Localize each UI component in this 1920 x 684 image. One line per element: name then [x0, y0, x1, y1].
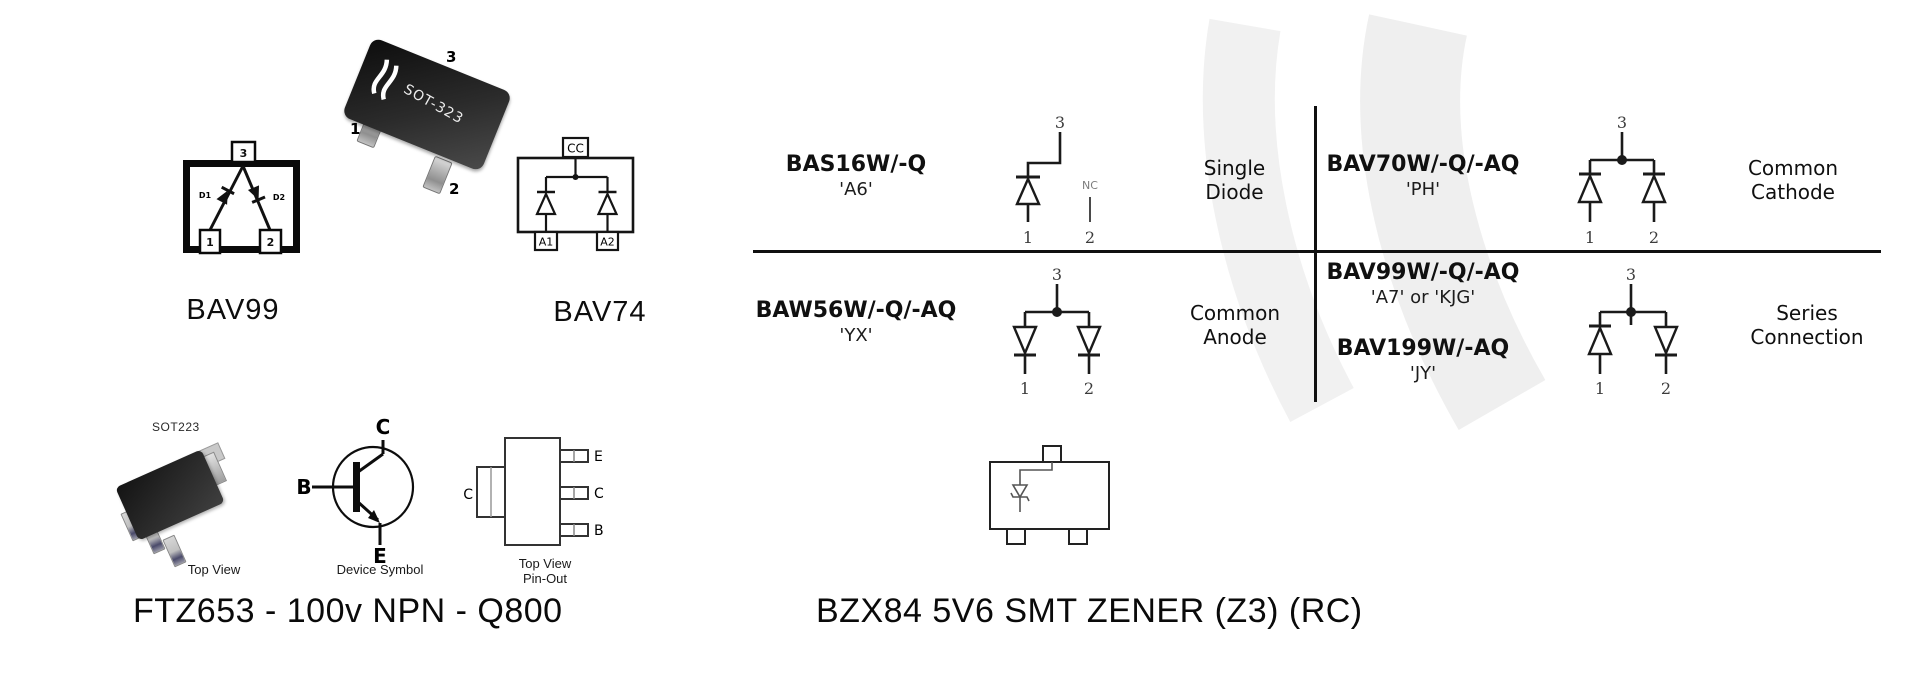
marking-code: 'PH'	[1405, 179, 1441, 200]
config-label-series-connection: Series Connection	[1725, 301, 1889, 349]
sot323-pin3-label: 3	[446, 48, 457, 66]
part-number-2: BAV199W/-AQ	[1336, 336, 1510, 361]
table-column-divider	[1314, 106, 1317, 402]
diode-d1-label: D1	[199, 191, 212, 200]
bav99-title: BAV99	[186, 294, 280, 326]
bav74-package-diagram: CC A1 A2	[516, 136, 635, 252]
part-number: BAV99W/-Q/-AQ	[1326, 260, 1520, 285]
pin-e-label: E	[594, 449, 603, 465]
bav74-diode-left	[535, 177, 557, 232]
bzx84-package-outline	[989, 445, 1110, 545]
bav74-diode-right	[596, 177, 619, 232]
diode-left-up	[1587, 312, 1613, 374]
collector-label: C	[376, 415, 391, 439]
bav74-pin-a2-label: A2	[600, 236, 615, 249]
emitter-arrow	[368, 510, 380, 523]
part-number: BAS16W/-Q	[785, 152, 927, 177]
sot323-package-photo: SOT-323	[341, 36, 513, 173]
pin-e: E	[559, 449, 603, 465]
pin3-label: 3	[1626, 265, 1636, 284]
zener-diode-symbol	[1010, 462, 1053, 512]
diode-right	[1076, 312, 1102, 374]
single-diode-schematic: 3 1 NC 2	[1015, 113, 1098, 247]
config-line2: Cathode	[1751, 180, 1835, 204]
diode-left	[1012, 312, 1038, 374]
pin-c-label: C	[594, 486, 604, 502]
marking-code: 'A7' or 'KJG'	[1370, 287, 1476, 308]
diode-right-down	[1653, 312, 1679, 374]
config-label-single-diode: Single Diode	[1172, 156, 1297, 204]
nc-label: NC	[1082, 179, 1098, 192]
config-line1: Series	[1776, 301, 1838, 325]
bav74-pin-a1-label: A1	[539, 236, 554, 249]
bav74-title: BAV74	[553, 296, 647, 328]
pin1-label: 1	[1020, 379, 1030, 398]
config-line1: Common	[1747, 156, 1839, 180]
sot223-pinout-diagram: C E C B	[463, 437, 604, 546]
pin1-label: 1	[1595, 379, 1605, 398]
table-cell-bas16w: BAS16W/-Q 'A6'	[750, 152, 962, 202]
diode-d2-symbol	[247, 185, 266, 204]
part-number: BAV70W/-Q/-AQ	[1326, 152, 1520, 177]
bav74-pin-cc-label: CC	[567, 142, 584, 156]
table-cell-bav99w: BAV99W/-Q/-AQ 'A7' or 'KJG' BAV199W/-AQ …	[1318, 260, 1528, 386]
sot323-pin1-label: 1	[350, 120, 361, 138]
bav99-pin2-label: 2	[267, 236, 275, 249]
table-row-divider	[753, 250, 1881, 253]
pin1-label: 1	[1023, 228, 1033, 247]
config-label-common-cathode: Common Cathode	[1720, 156, 1866, 204]
caption-pinout-line2: Pin-Out	[522, 571, 568, 586]
pin3-label: 3	[1055, 113, 1065, 132]
pin-c: C	[559, 486, 604, 502]
series-connection-schematic: 3 1 2	[1587, 265, 1679, 398]
pin-b: B	[559, 523, 604, 539]
caption-pinout: Top View Pin-Out	[495, 556, 595, 586]
common-anode-schematic: 3 1 2	[1012, 265, 1102, 398]
common-cathode-schematic: 3 1 2	[1577, 113, 1667, 247]
part-number: BAW56W/-Q/-AQ	[755, 298, 957, 323]
bav99-package-diagram: D1 D2 3 1 2	[183, 140, 300, 255]
config-line1: Single	[1203, 156, 1266, 180]
table-cell-bav70w: BAV70W/-Q/-AQ 'PH'	[1318, 152, 1528, 202]
emitter-label: E	[373, 544, 387, 568]
tab-label: C	[463, 487, 473, 503]
diode-left	[1577, 160, 1603, 222]
sot323-pin2-label: 2	[449, 180, 460, 198]
bav99-pin3-label: 3	[240, 147, 248, 160]
bav99-pin1-label: 1	[206, 236, 214, 249]
sot223-package-label: SOT223	[152, 420, 200, 434]
pin3-label: 3	[1052, 265, 1062, 284]
config-line2: Connection	[1750, 325, 1864, 349]
config-line1: Common	[1189, 301, 1281, 325]
base-label: B	[296, 475, 311, 499]
diotec-logo	[371, 59, 399, 101]
pin-b-label: B	[594, 523, 604, 539]
config-line2: Anode	[1203, 325, 1267, 349]
sot323-marking: SOT-323	[400, 81, 467, 128]
caption-pinout-line1: Top View	[518, 556, 572, 571]
pin2-label: 2	[1084, 379, 1094, 398]
spacer	[1318, 310, 1528, 336]
diode-right	[1641, 160, 1667, 222]
pin2-label: 2	[1661, 379, 1671, 398]
marking-code: 'YX'	[839, 325, 873, 346]
table-cell-baw56w: BAW56W/-Q/-AQ 'YX'	[750, 298, 962, 348]
caption-device-symbol: Device Symbol	[336, 562, 424, 577]
pin2-label: 2	[1649, 228, 1659, 247]
ftz653-title: FTZ653 - 100v NPN - Q800	[133, 592, 563, 630]
config-line2: Diode	[1205, 180, 1264, 204]
pin3-label: 3	[1617, 113, 1627, 132]
npn-device-symbol: C B E	[296, 415, 415, 568]
bzx84-title: BZX84 5V6 SMT ZENER (Z3) (RC)	[816, 592, 1363, 630]
pin2-label: 2	[1085, 228, 1095, 247]
marking-code-2: 'JY'	[1409, 363, 1437, 384]
diode-d1-symbol	[216, 185, 235, 205]
pin1-label: 1	[1585, 228, 1595, 247]
marking-code: 'A6'	[839, 179, 873, 200]
config-label-common-anode: Common Anode	[1162, 301, 1308, 349]
caption-top-view: Top View	[187, 562, 241, 577]
diode-d2-label: D2	[273, 193, 285, 202]
